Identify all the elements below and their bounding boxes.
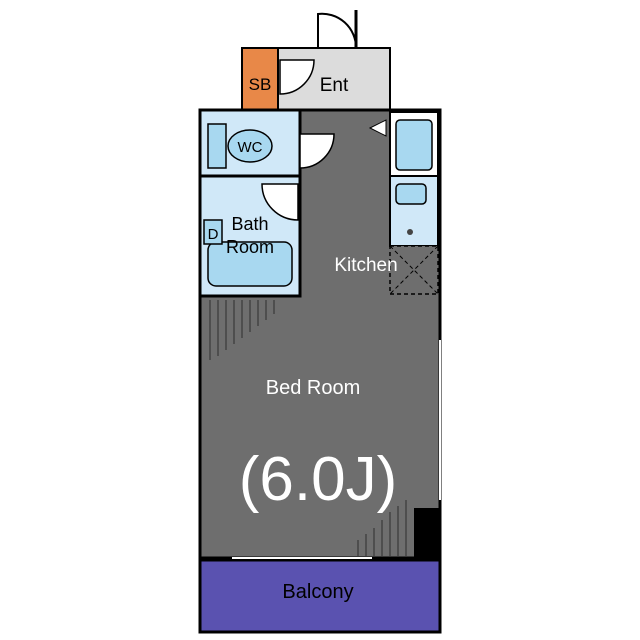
storage-label: SB [249,75,272,94]
bedroom-floor-stripes [209,300,407,556]
fridge [395,119,433,171]
bathtub [207,241,293,287]
entrance-swing-door [279,59,315,95]
bath-door [261,183,299,221]
toilet-tank [207,123,227,169]
closet-block [414,508,440,558]
balcony-area [198,558,442,634]
bath-label-line2: Room [226,237,274,257]
bath-marker-label: D [208,226,219,243]
bedroom-size-label: (6.0J) [239,445,397,514]
toilet-label: WC [238,139,263,156]
bath-washer-marker [203,219,223,245]
kitchen-sink [395,183,427,205]
toilet-bowl [227,129,273,163]
arrow-marker-icon [368,119,387,137]
entrance-door [317,10,358,49]
bath-label-line1: Bath [231,214,268,234]
toilet-door [299,133,335,169]
entrance-label: Ent [320,75,349,96]
balcony-label: Balcony [282,581,353,603]
stove-burner [407,229,413,235]
kitchen-label: Kitchen [334,255,397,276]
bedroom-label: Bed Room [266,377,361,399]
